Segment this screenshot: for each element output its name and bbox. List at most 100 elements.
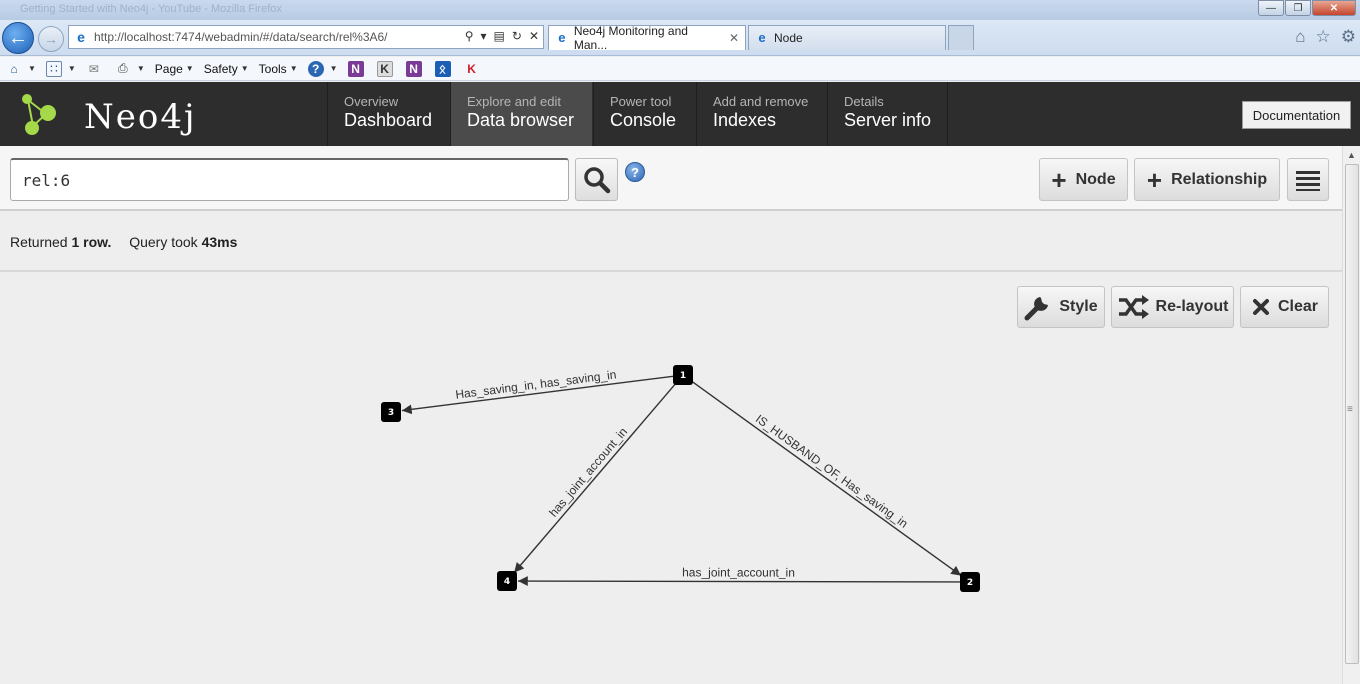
onenote-linked-button[interactable]: N (347, 60, 367, 77)
relationship-label: has_joint_account_in (546, 425, 630, 520)
app-header: Neo4j Overview Dashboard Explore and edi… (0, 82, 1360, 146)
minimize-button[interactable]: — (1258, 0, 1284, 16)
node-box[interactable] (381, 402, 401, 422)
ie-page-icon: e (77, 29, 85, 45)
help-menu[interactable]: ?▼ (307, 60, 338, 77)
back-button[interactable]: ← (2, 22, 34, 54)
relationship-edge[interactable] (690, 380, 962, 577)
home-icon[interactable]: ⌂ (1295, 27, 1306, 46)
nav-subtitle: Explore and edit (467, 94, 561, 109)
compatibility-icon[interactable]: ▤ (493, 29, 505, 43)
kaspersky-button[interactable]: K (464, 61, 483, 77)
gear-icon[interactable]: ⚙ (1340, 27, 1356, 46)
safety-menu[interactable]: Safety▼ (203, 61, 249, 76)
query-status: Returned 1 row. Query took 43ms (10, 234, 238, 250)
arrow-right-icon: → (44, 31, 58, 47)
nav-data-browser[interactable]: Explore and edit Data browser (450, 82, 592, 146)
graph-node[interactable]: 1 (673, 365, 693, 385)
relationship-edge[interactable] (513, 382, 678, 574)
neo4j-graph-icon (22, 94, 56, 135)
chevron-down-icon[interactable]: ▾ (480, 29, 487, 43)
graph-canvas[interactable]: Has_saving_in, has_saving_inhas_joint_ac… (0, 330, 1342, 684)
nav-dashboard[interactable]: Overview Dashboard (327, 82, 449, 146)
node-box[interactable] (960, 572, 980, 592)
address-url[interactable]: http://localhost:7474/webadmin/#/data/se… (94, 30, 388, 44)
nav-title: Indexes (713, 110, 777, 130)
forward-button[interactable]: → (38, 26, 64, 52)
close-icon (1252, 299, 1269, 315)
add-node-button[interactable]: + Node (1039, 158, 1128, 201)
refresh-icon[interactable]: ↻ (511, 29, 522, 43)
nav-subtitle: Power tool (610, 94, 672, 109)
relayout-label: Re-layout (1155, 298, 1229, 315)
clear-button[interactable]: Clear (1240, 286, 1329, 328)
onenote-icon: N (405, 60, 422, 77)
shuffle-icon (1118, 295, 1149, 319)
stop-icon[interactable]: ✕ (528, 29, 539, 43)
plus-icon: + (1146, 164, 1163, 195)
close-tab-icon[interactable]: ✕ (728, 31, 739, 45)
tab-node[interactable]: e Node (748, 25, 946, 50)
onenote-button[interactable]: N (405, 60, 425, 77)
kaspersky-icon: K (467, 61, 476, 76)
relationship-edge[interactable] (517, 576, 961, 586)
nav-title: Dashboard (344, 110, 433, 130)
relationship-edge[interactable] (401, 375, 674, 415)
nav-title: Console (610, 110, 677, 130)
search-input[interactable] (10, 158, 569, 201)
browser-title-bar: Getting Started with Neo4j - YouTube - M… (0, 0, 1360, 20)
home-icon: ⌂ (10, 61, 18, 76)
graph-node[interactable]: 3 (381, 402, 401, 422)
help-icon[interactable]: ? (625, 162, 645, 182)
close-window-button[interactable]: ✕ (1312, 0, 1356, 16)
address-bar[interactable]: e http://localhost:7474/webadmin/#/data/… (68, 25, 544, 49)
ie-tab-icon: e (558, 30, 566, 45)
search-button[interactable] (575, 158, 618, 201)
tools-menu[interactable]: Tools▼ (258, 61, 298, 76)
relationship-label: has_joint_account_in (682, 565, 795, 579)
feeds-command[interactable]: ∷▼ (45, 60, 76, 77)
mail-icon: ✉ (88, 61, 99, 76)
mail-command[interactable]: ✉ (86, 61, 105, 77)
star-icon[interactable]: ☆ (1315, 27, 1331, 46)
home-command[interactable]: ⌂▼ (6, 61, 36, 77)
nav-title: Data browser (467, 110, 575, 130)
scroll-thumb[interactable] (1345, 164, 1359, 664)
documentation-button[interactable]: Documentation (1242, 101, 1351, 129)
arrow-left-icon: ← (8, 26, 28, 49)
bluetooth-icon: ᛟ (434, 60, 451, 77)
new-tab-button[interactable] (948, 25, 974, 50)
style-label: Style (1059, 298, 1098, 315)
help-icon: ? (307, 60, 324, 77)
vertical-scrollbar[interactable]: ▲ ≡ (1342, 146, 1360, 684)
printer-icon: ⎙ (118, 61, 128, 75)
magnifier-icon (583, 166, 610, 193)
print-command[interactable]: ⎙▼ (115, 61, 145, 77)
search-icon[interactable]: ⚲ (464, 29, 474, 43)
nav-subtitle: Overview (344, 94, 399, 109)
bluetooth-button[interactable]: ᛟ (434, 60, 454, 77)
nav-console[interactable]: Power tool Console (593, 82, 695, 146)
maximize-button[interactable]: ❐ (1285, 0, 1311, 16)
add-node-label: Node (1075, 170, 1116, 188)
node-id-label: 3 (388, 408, 394, 418)
query-time: 43ms (201, 234, 238, 250)
add-relationship-button[interactable]: + Relationship (1134, 158, 1280, 201)
command-bar: ⌂▼ ∷▼ ✉ ⎙▼ Page▼ Safety▼ Tools▼ ?▼ N K N… (0, 57, 1360, 81)
view-mode-button[interactable] (1287, 158, 1329, 201)
tab-neo4j[interactable]: e Neo4j Monitoring and Man... ✕ (548, 24, 746, 52)
nav-server-info[interactable]: Details Server info (827, 82, 948, 146)
browser-right-icons: ⌂ ☆ ⚙ (1295, 27, 1356, 47)
style-button[interactable]: Style (1017, 286, 1105, 328)
graph-node[interactable]: 4 (497, 571, 517, 591)
node-box[interactable] (497, 571, 517, 591)
addon-k-button[interactable]: K (376, 60, 396, 77)
relayout-button[interactable]: Re-layout (1111, 286, 1234, 328)
neo4j-logo[interactable]: Neo4j (18, 90, 195, 140)
scroll-up-icon[interactable]: ▲ (1347, 150, 1356, 160)
page-menu[interactable]: Page▼ (154, 61, 194, 76)
tab-title: Neo4j Monitoring and Man... (573, 24, 688, 52)
nav-indexes[interactable]: Add and remove Indexes (696, 82, 826, 146)
graph-node[interactable]: 2 (960, 572, 980, 592)
node-box[interactable] (673, 365, 693, 385)
